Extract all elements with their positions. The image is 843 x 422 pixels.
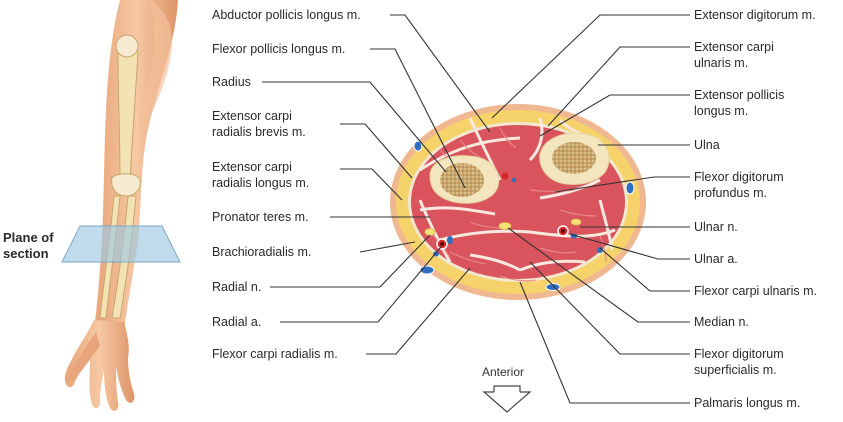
label-extensor-carpi-radialis-brevis: Extensor carpi radialis brevis m. xyxy=(212,108,306,140)
superficial-vein xyxy=(545,283,561,291)
label-line: Flexor digitorum xyxy=(694,347,784,361)
label-line: profundus m. xyxy=(694,186,767,200)
superficial-vein xyxy=(625,181,635,195)
label-line: radialis brevis m. xyxy=(212,125,306,139)
median-nerve xyxy=(498,222,512,230)
label-line: Pronator teres m. xyxy=(212,210,309,224)
elbow-joint xyxy=(111,173,141,197)
leader-lines xyxy=(262,14,690,404)
plane-label-line-2: section xyxy=(3,246,49,261)
label-ulna: Ulna xyxy=(694,137,720,153)
label-line: radialis longus m. xyxy=(212,176,310,190)
label-line: Ulna xyxy=(694,138,720,152)
label-brachioradialis: Brachioradialis m. xyxy=(212,244,311,260)
label-line: Brachioradialis m. xyxy=(212,245,312,259)
arm-illustration xyxy=(61,0,181,411)
hand xyxy=(64,320,135,411)
label-line: Extensor pollicis xyxy=(694,88,785,102)
label-flexor-pollicis-longus: Flexor pollicis longus m. xyxy=(212,41,345,57)
label-line: Flexor carpi ulnaris m. xyxy=(694,284,817,298)
label-line: Radial a. xyxy=(212,315,262,329)
label-line: Ulnar n. xyxy=(694,220,738,234)
label-pronator-teres: Pronator teres m. xyxy=(212,209,309,225)
label-palmaris-longus: Palmaris longus m. xyxy=(694,395,800,411)
label-ulnar-artery: Ulnar a. xyxy=(694,251,738,267)
anterior-label: Anterior xyxy=(482,365,525,379)
label-line: Flexor pollicis longus m. xyxy=(212,42,346,56)
label-line: Ulnar a. xyxy=(694,252,738,266)
label-flexor-digitorum-profundus: Flexor digitorum profundus m. xyxy=(694,169,784,201)
plane-of-section xyxy=(61,225,181,263)
radius-bone-section xyxy=(429,155,500,204)
label-flexor-carpi-radialis: Flexor carpi radialis m. xyxy=(212,346,338,362)
label-abductor-pollicis-longus: Abductor pollicis longus m. xyxy=(212,7,361,23)
label-extensor-carpi-ulnaris: Extensor carpi ulnaris m. xyxy=(694,39,774,71)
plane-label-line-1: Plane of xyxy=(3,230,54,245)
label-line: ulnaris m. xyxy=(694,56,749,70)
label-flexor-digitorum-superficialis: Flexor digitorum superficialis m. xyxy=(694,346,784,378)
superficial-vein xyxy=(413,140,423,152)
label-line: Radius xyxy=(212,75,251,89)
label-line: Extensor carpi xyxy=(212,109,292,123)
label-line: Extensor digitorum m. xyxy=(694,8,816,22)
humeral-head xyxy=(115,34,139,58)
label-radius: Radius xyxy=(212,74,251,90)
label-median-nerve: Median n. xyxy=(694,314,749,330)
label-line: Median n. xyxy=(694,315,749,329)
ulna-bone-section xyxy=(539,132,610,185)
label-line: Flexor carpi radialis m. xyxy=(212,347,338,361)
radial-nerve xyxy=(424,228,436,236)
label-ulnar-nerve: Ulnar n. xyxy=(694,219,738,235)
label-radial-artery: Radial a. xyxy=(212,314,261,330)
ulnar-nerve xyxy=(570,218,582,226)
label-extensor-pollicis-longus: Extensor pollicis longus m. xyxy=(694,87,784,119)
label-line: Extensor carpi xyxy=(212,160,292,174)
label-line: Abductor pollicis longus m. xyxy=(212,8,361,22)
label-line: superficialis m. xyxy=(694,363,777,377)
label-line: Palmaris longus m. xyxy=(694,396,801,410)
label-line: Radial n. xyxy=(212,280,262,294)
label-flexor-carpi-ulnaris: Flexor carpi ulnaris m. xyxy=(694,283,817,299)
label-extensor-carpi-radialis-longus: Extensor carpi radialis longus m. xyxy=(212,159,309,191)
cross-section xyxy=(390,104,646,300)
anterior-arrow xyxy=(482,385,532,413)
label-line: Flexor digitorum xyxy=(694,170,784,184)
plane-of-section-label: Plane of section xyxy=(3,230,54,262)
label-line: longus m. xyxy=(694,104,749,118)
label-line: Extensor carpi xyxy=(694,40,774,54)
label-radial-nerve: Radial n. xyxy=(212,279,261,295)
label-extensor-digitorum: Extensor digitorum m. xyxy=(694,7,816,23)
